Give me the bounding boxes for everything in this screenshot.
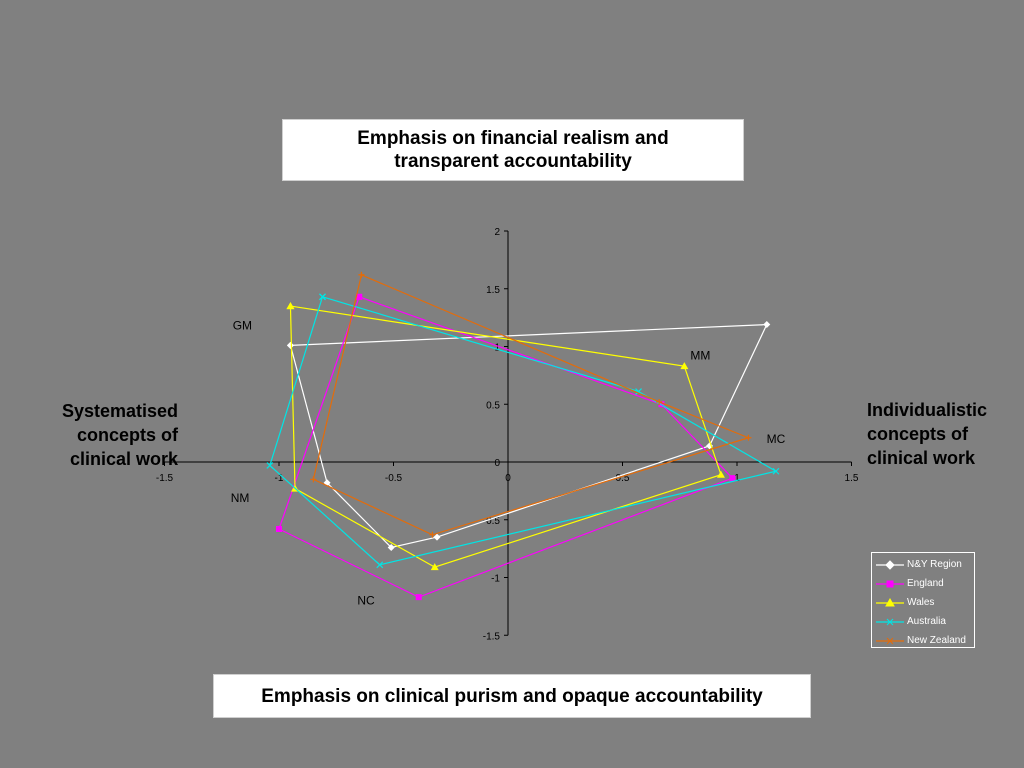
right-axis-label: Individualistic concepts of clinical wor… bbox=[867, 400, 988, 468]
legend-label: New Zealand bbox=[907, 635, 966, 646]
data-point-4-4 bbox=[310, 476, 317, 483]
series-line-1 bbox=[278, 296, 734, 598]
x-tick-label: -0.5 bbox=[385, 473, 403, 484]
left-axis-label: Systematised concepts of clinical work bbox=[61, 401, 178, 469]
y-tick-label: 0.5 bbox=[486, 400, 500, 411]
x-tick-label: -1.5 bbox=[156, 473, 174, 484]
legend-item: New Zealand bbox=[872, 631, 974, 650]
data-point-1-2 bbox=[729, 475, 736, 482]
legend-item: Australia bbox=[872, 612, 974, 631]
data-point-2-1 bbox=[680, 362, 689, 370]
legend-item: Wales bbox=[872, 593, 974, 612]
legend-swatch bbox=[876, 560, 904, 570]
series-line-2 bbox=[289, 305, 722, 568]
y-tick-label: 1.5 bbox=[486, 285, 500, 296]
data-point-1-3 bbox=[415, 594, 422, 601]
data-point-1-4 bbox=[276, 525, 282, 532]
data-point-1-5 bbox=[356, 293, 363, 300]
series-line-3 bbox=[269, 296, 778, 566]
y-tick-label: 0 bbox=[494, 458, 500, 469]
x-tick-label: 0 bbox=[505, 473, 511, 484]
legend-swatch bbox=[876, 598, 904, 607]
top-axis-label-text: Emphasis on financial realism and transp… bbox=[357, 128, 669, 172]
data-point-2-2 bbox=[716, 470, 725, 478]
legend-swatch bbox=[876, 618, 904, 626]
data-point-0-6 bbox=[286, 341, 294, 349]
legend-label: Australia bbox=[907, 616, 946, 627]
region-label-nm: NM bbox=[231, 491, 250, 505]
legend-label: N&Y Region bbox=[907, 559, 962, 570]
y-tick-label: 1 bbox=[494, 343, 500, 354]
data-point-2-3 bbox=[430, 563, 439, 571]
x-tick-label: 1 bbox=[734, 473, 740, 484]
y-tick-label: -1.5 bbox=[483, 631, 501, 642]
data-point-4-2 bbox=[745, 434, 752, 441]
data-point-0-1 bbox=[763, 321, 771, 329]
y-tick-label: -0.5 bbox=[483, 516, 501, 527]
x-tick-label: -1 bbox=[275, 473, 284, 484]
legend-item: England bbox=[872, 574, 974, 593]
bottom-axis-label-text: Emphasis on clinical purism and opaque a… bbox=[261, 685, 763, 707]
data-point-2-5 bbox=[286, 302, 295, 310]
legend-item: N&Y Region bbox=[872, 555, 974, 574]
legend-swatch bbox=[876, 580, 904, 588]
data-point-3-4 bbox=[266, 462, 274, 469]
data-point-4-1 bbox=[656, 398, 663, 405]
data-point-3-5 bbox=[319, 293, 326, 301]
legend-label: Wales bbox=[907, 597, 935, 608]
legend-swatch bbox=[876, 637, 904, 645]
y-tick-label: -1 bbox=[491, 574, 500, 585]
y-tick-label: 2 bbox=[494, 227, 500, 238]
region-label-mc: MC bbox=[767, 432, 786, 446]
region-label-nc: NC bbox=[357, 594, 375, 608]
data-point-4-5 bbox=[358, 271, 365, 278]
data-point-3-2 bbox=[772, 467, 780, 475]
data-point-0-4 bbox=[387, 543, 395, 551]
region-label-gm: GM bbox=[233, 319, 252, 333]
region-label-mm: MM bbox=[690, 349, 710, 363]
data-point-3-3 bbox=[376, 561, 384, 569]
legend-label: England bbox=[907, 578, 944, 589]
series-line-4 bbox=[312, 274, 751, 536]
top-axis-label: Emphasis on financial realism and transp… bbox=[282, 119, 744, 181]
data-point-4-3 bbox=[429, 531, 436, 538]
x-tick-label: 1.5 bbox=[845, 473, 859, 484]
bottom-axis-label: Emphasis on clinical purism and opaque a… bbox=[213, 674, 811, 718]
x-tick-label: 0.5 bbox=[616, 473, 630, 484]
